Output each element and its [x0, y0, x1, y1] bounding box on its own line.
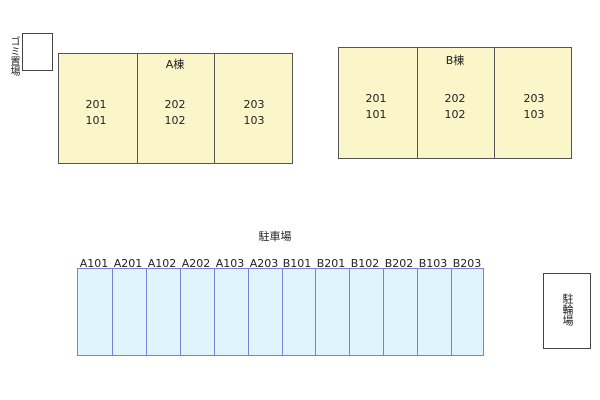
unit-lower: 101: [85, 114, 107, 127]
parking-stall-a101: A101: [79, 257, 109, 270]
unit-lower: 102: [444, 108, 466, 121]
building-a: [58, 53, 293, 164]
parking-title: 駐車場: [258, 230, 292, 243]
unit-upper: 201: [85, 98, 107, 111]
unit-lower: 103: [523, 108, 545, 121]
parking-stall-divider: [146, 269, 147, 355]
building-b-unit-3: 203 103: [504, 91, 564, 123]
unit-upper: 202: [444, 92, 466, 105]
parking-stall-a203: A203: [249, 257, 279, 270]
building-a-unit-3: 203 103: [224, 97, 284, 129]
parking-stall-b101: B101: [282, 257, 312, 270]
parking-stall-b102: B102: [350, 257, 380, 270]
garbage-area: [22, 33, 53, 71]
building-a-label: A棟: [165, 58, 185, 71]
building-a-unit-2: 202 102: [145, 97, 205, 129]
parking-lot: [77, 268, 484, 356]
unit-upper: 203: [523, 92, 545, 105]
parking-stall-b201: B201: [316, 257, 346, 270]
bicycle-parking-label: 駐輪場: [561, 293, 574, 326]
parking-stall-divider: [214, 269, 215, 355]
parking-stall-b103: B103: [418, 257, 448, 270]
parking-stall-divider: [248, 269, 249, 355]
parking-stall-a202: A202: [181, 257, 211, 270]
parking-stall-divider: [451, 269, 452, 355]
parking-stall-b203: B203: [452, 257, 482, 270]
unit-upper: 203: [243, 98, 265, 111]
parking-stall-divider: [417, 269, 418, 355]
building-a-unit-1: 201 101: [66, 97, 126, 129]
bicycle-parking: [543, 273, 591, 349]
parking-stall-divider: [349, 269, 350, 355]
parking-stall-a102: A102: [147, 257, 177, 270]
unit-upper: 202: [164, 98, 186, 111]
unit-lower: 102: [164, 114, 186, 127]
parking-stall-a201: A201: [113, 257, 143, 270]
parking-stall-divider: [383, 269, 384, 355]
parking-stall-divider: [112, 269, 113, 355]
parking-stall-b202: B202: [384, 257, 414, 270]
garbage-area-label: ゴミ置場: [8, 36, 19, 76]
parking-stall-divider: [282, 269, 283, 355]
building-b-label: B棟: [445, 54, 465, 67]
parking-stall-divider: [180, 269, 181, 355]
unit-lower: 103: [243, 114, 265, 127]
parking-stall-divider: [315, 269, 316, 355]
building-b: [338, 47, 572, 159]
unit-upper: 201: [365, 92, 387, 105]
unit-lower: 101: [365, 108, 387, 121]
parking-stall-a103: A103: [215, 257, 245, 270]
building-b-unit-1: 201 101: [346, 91, 406, 123]
building-b-unit-2: 202 102: [425, 91, 485, 123]
